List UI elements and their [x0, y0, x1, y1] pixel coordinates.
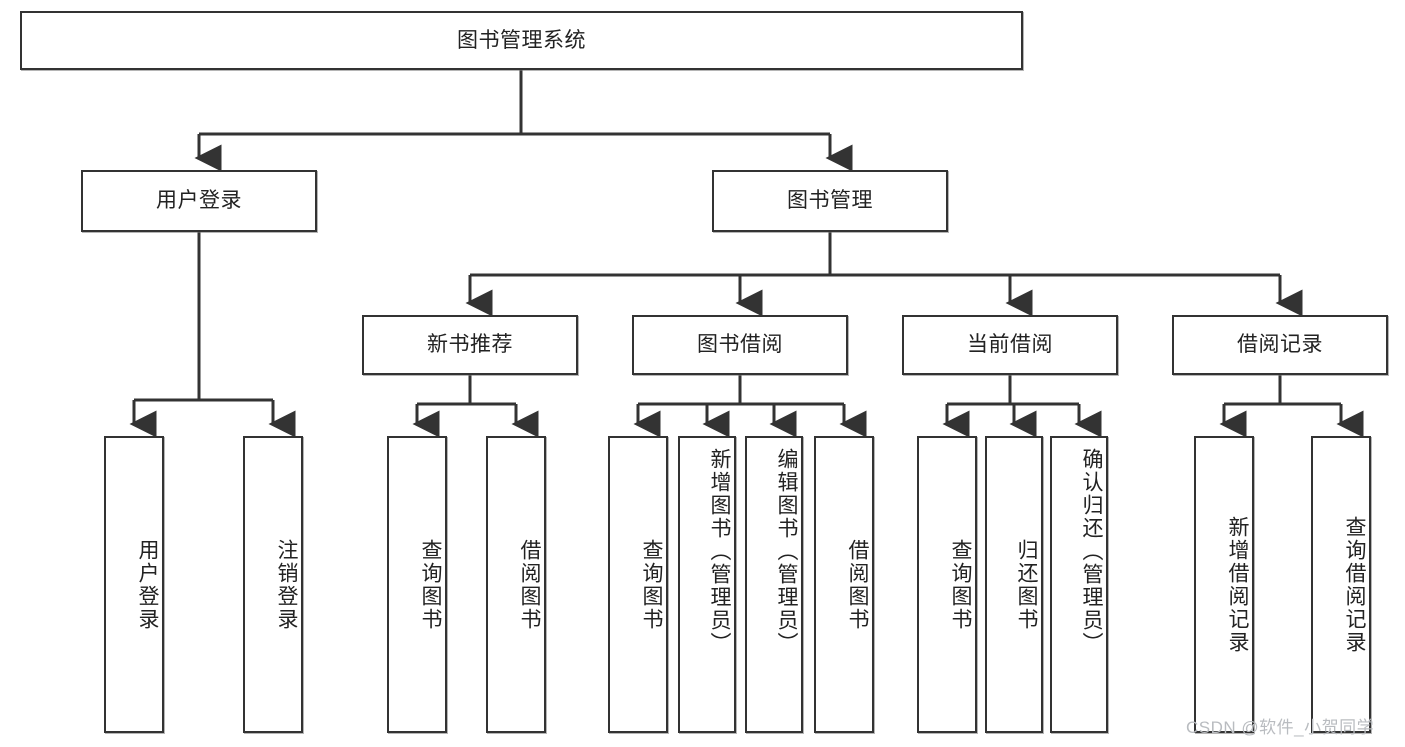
node-book-manage[interactable]: 图书管理 — [712, 170, 948, 232]
node-label: 查询图书 — [419, 538, 442, 631]
csdn-watermark: CSDN @软件_小贺同学 — [1186, 718, 1375, 737]
node-leaf-return-book[interactable]: 归还图书 — [985, 436, 1043, 733]
node-label: 查询图书 — [640, 538, 663, 631]
node-label: 注销登录 — [275, 538, 298, 631]
node-label: 借阅图书 — [846, 538, 869, 631]
node-label: 用户登录 — [136, 538, 159, 631]
node-leaf-query-book-current[interactable]: 查询图书 — [917, 436, 977, 733]
node-current-borrow[interactable]: 当前借阅 — [902, 315, 1118, 375]
node-book-management-system[interactable]: 图书管理系统 — [20, 11, 1023, 70]
node-label: 归还图书 — [1015, 538, 1038, 631]
node-label: 编辑图书（管理员） — [775, 448, 798, 655]
node-label: 新增借阅记录 — [1226, 515, 1249, 654]
node-label: 图书管理 — [787, 189, 873, 213]
node-leaf-query-borrow-record[interactable]: 查询借阅记录 — [1311, 436, 1371, 733]
node-label: 查询借阅记录 — [1343, 515, 1366, 654]
node-new-book-recommend[interactable]: 新书推荐 — [362, 315, 578, 375]
node-label: 用户登录 — [156, 189, 242, 213]
node-leaf-edit-book-admin[interactable]: 编辑图书（管理员） — [745, 436, 803, 733]
node-leaf-add-book-admin[interactable]: 新增图书（管理员） — [678, 436, 736, 733]
node-leaf-borrow-book-recommend[interactable]: 借阅图书 — [486, 436, 546, 733]
node-leaf-query-book-borrow[interactable]: 查询图书 — [608, 436, 668, 733]
node-leaf-logout[interactable]: 注销登录 — [243, 436, 303, 733]
node-leaf-query-book-recommend[interactable]: 查询图书 — [387, 436, 447, 733]
node-label: 借阅图书 — [518, 538, 541, 631]
node-borrow-record[interactable]: 借阅记录 — [1172, 315, 1388, 375]
node-user-login[interactable]: 用户登录 — [81, 170, 317, 232]
node-book-borrow[interactable]: 图书借阅 — [632, 315, 848, 375]
node-label: 当前借阅 — [967, 333, 1053, 357]
node-label: 借阅记录 — [1237, 333, 1323, 357]
node-label: 查询图书 — [949, 538, 972, 631]
node-leaf-add-borrow-record[interactable]: 新增借阅记录 — [1194, 436, 1254, 733]
node-leaf-borrow-book[interactable]: 借阅图书 — [814, 436, 874, 733]
node-label: 新增图书（管理员） — [708, 448, 731, 655]
node-label: 新书推荐 — [427, 333, 513, 357]
node-leaf-user-login[interactable]: 用户登录 — [104, 436, 164, 733]
node-label: 图书借阅 — [697, 333, 783, 357]
node-label: 确认归还（管理员） — [1080, 448, 1103, 655]
node-label: 图书管理系统 — [457, 28, 586, 52]
node-leaf-confirm-return-admin[interactable]: 确认归还（管理员） — [1050, 436, 1108, 733]
